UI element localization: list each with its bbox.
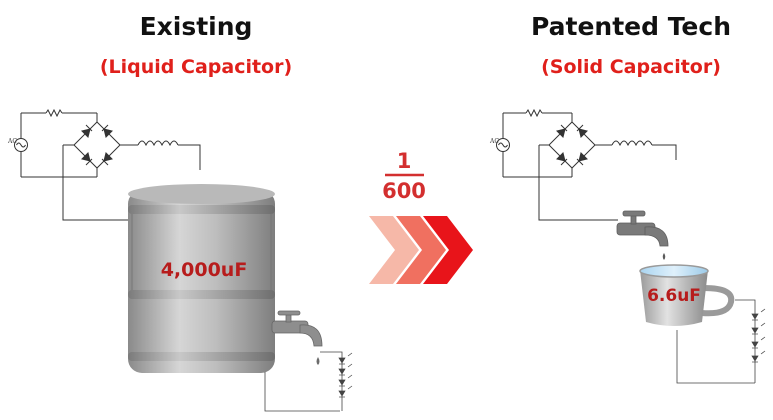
right-title: Patented Tech — [530, 12, 732, 41]
right-capacitance-label: 6.6uF — [647, 286, 701, 306]
liquid-capacitor-tank-icon — [128, 184, 275, 373]
reduction-arrow-icon — [369, 216, 473, 284]
ratio-denominator: 600 — [382, 179, 426, 203]
left-ac-label: AC — [7, 138, 17, 145]
left-faucet-icon — [271, 310, 323, 347]
solid-capacitor-cup-icon — [639, 264, 735, 326]
left-subtitle: (Liquid Capacitor) — [99, 56, 293, 78]
left-circuit — [14, 108, 201, 221]
bridge-rectifier-icon — [73, 121, 121, 169]
right-ac-label: AC — [489, 138, 499, 145]
right-water-drop-icon — [662, 253, 666, 260]
sine-wave-icon — [498, 142, 508, 148]
right-diodes — [556, 124, 588, 166]
resistor-icon — [45, 108, 63, 118]
left-title: Existing — [139, 12, 253, 41]
right-circuit — [496, 108, 677, 221]
right-led-string-icon — [751, 308, 766, 363]
right-faucet-icon — [616, 210, 669, 247]
left-capacitance-label: 4,000uF — [161, 259, 248, 281]
inductor-icon — [611, 140, 653, 147]
resistor-icon — [525, 108, 543, 118]
right-load-circuit — [676, 299, 756, 384]
left-diodes — [81, 124, 113, 166]
left-water-drop-icon — [316, 357, 320, 365]
ratio-numerator: 1 — [397, 149, 412, 173]
right-subtitle: (Solid Capacitor) — [541, 56, 721, 78]
bridge-rectifier-icon — [548, 121, 596, 169]
left-load-circuit — [264, 351, 343, 412]
inductor-icon — [137, 140, 179, 147]
sine-wave-icon — [16, 142, 26, 148]
left-led-string-icon — [338, 352, 353, 398]
